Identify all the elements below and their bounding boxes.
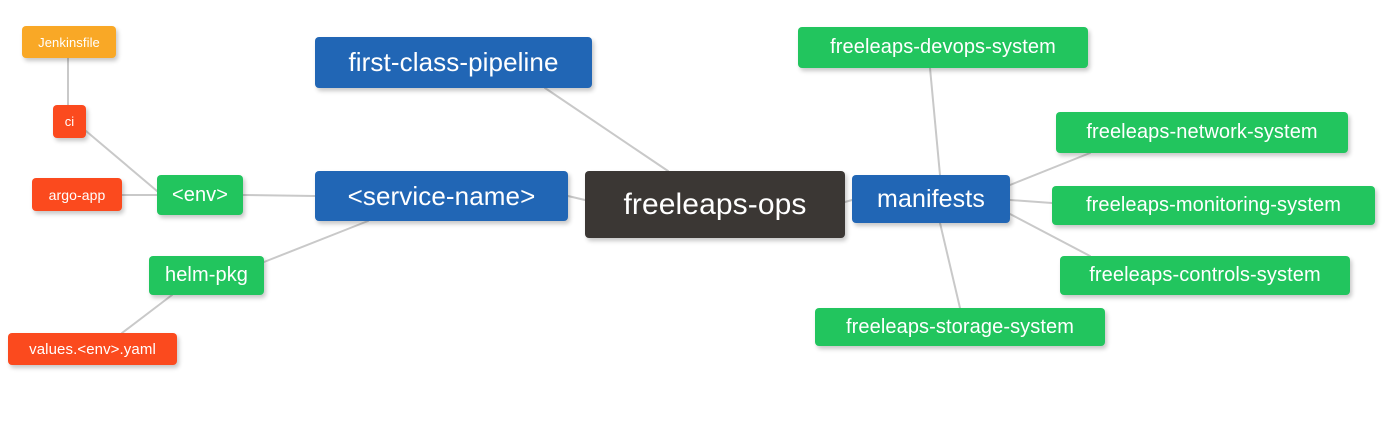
node-label-ci: ci xyxy=(64,114,75,129)
node-label-network-system: freeleaps-network-system xyxy=(1086,121,1318,143)
node-label-manifests: manifests xyxy=(877,184,985,213)
node-monitoring-system[interactable]: freeleaps-monitoring-system xyxy=(1052,186,1375,225)
node-label-service-name: <service-name> xyxy=(347,180,536,211)
edge-service-name-to-freeleaps-ops xyxy=(567,195,586,201)
node-storage-system[interactable]: freeleaps-storage-system xyxy=(815,308,1105,346)
edge-pipeline-to-freeleaps-ops xyxy=(544,87,669,172)
edge-env-to-service-name xyxy=(242,194,316,197)
node-values-yaml[interactable]: values.<env>.yaml xyxy=(8,333,177,365)
node-env[interactable]: <env> xyxy=(157,175,243,215)
node-helm-pkg[interactable]: helm-pkg xyxy=(149,256,264,295)
node-devops-system[interactable]: freeleaps-devops-system xyxy=(798,27,1088,68)
node-label-pipeline: first-class-pipeline xyxy=(348,47,559,77)
node-label-storage-system: freeleaps-storage-system xyxy=(845,315,1075,338)
node-label-devops-system: freeleaps-devops-system xyxy=(830,36,1056,58)
node-jenkinsfile[interactable]: Jenkinsfile xyxy=(22,26,116,58)
edge-manifests-to-network-system xyxy=(1009,152,1091,186)
edge-manifests-to-devops-system xyxy=(929,67,941,176)
node-service-name[interactable]: <service-name> xyxy=(315,171,568,221)
node-ci[interactable]: ci xyxy=(53,105,86,138)
node-pipeline[interactable]: first-class-pipeline xyxy=(315,37,592,88)
edge-manifests-to-monitoring-system xyxy=(1009,199,1053,204)
node-label-helm-pkg: helm-pkg xyxy=(164,264,249,286)
node-label-controls-system: freeleaps-controls-system xyxy=(1089,264,1321,286)
node-label-env: <env> xyxy=(171,183,229,206)
node-label-monitoring-system: freeleaps-monitoring-system xyxy=(1085,194,1341,216)
node-label-jenkinsfile: Jenkinsfile xyxy=(38,34,100,50)
node-label-argo-app: argo-app xyxy=(48,186,106,203)
node-label-freeleaps-ops: freeleaps-ops xyxy=(623,187,807,221)
node-controls-system[interactable]: freeleaps-controls-system xyxy=(1060,256,1350,295)
edge-manifests-to-storage-system xyxy=(939,222,961,309)
node-freeleaps-ops[interactable]: freeleaps-ops xyxy=(585,171,845,238)
edge-freeleaps-ops-to-manifests xyxy=(844,199,853,203)
node-manifests[interactable]: manifests xyxy=(852,175,1010,223)
node-label-values-yaml: values.<env>.yaml xyxy=(29,340,156,358)
node-argo-app[interactable]: argo-app xyxy=(32,178,122,211)
node-network-system[interactable]: freeleaps-network-system xyxy=(1056,112,1348,153)
edge-service-name-to-helm-pkg xyxy=(263,220,369,263)
edge-helm-pkg-to-values-yaml xyxy=(121,294,173,334)
